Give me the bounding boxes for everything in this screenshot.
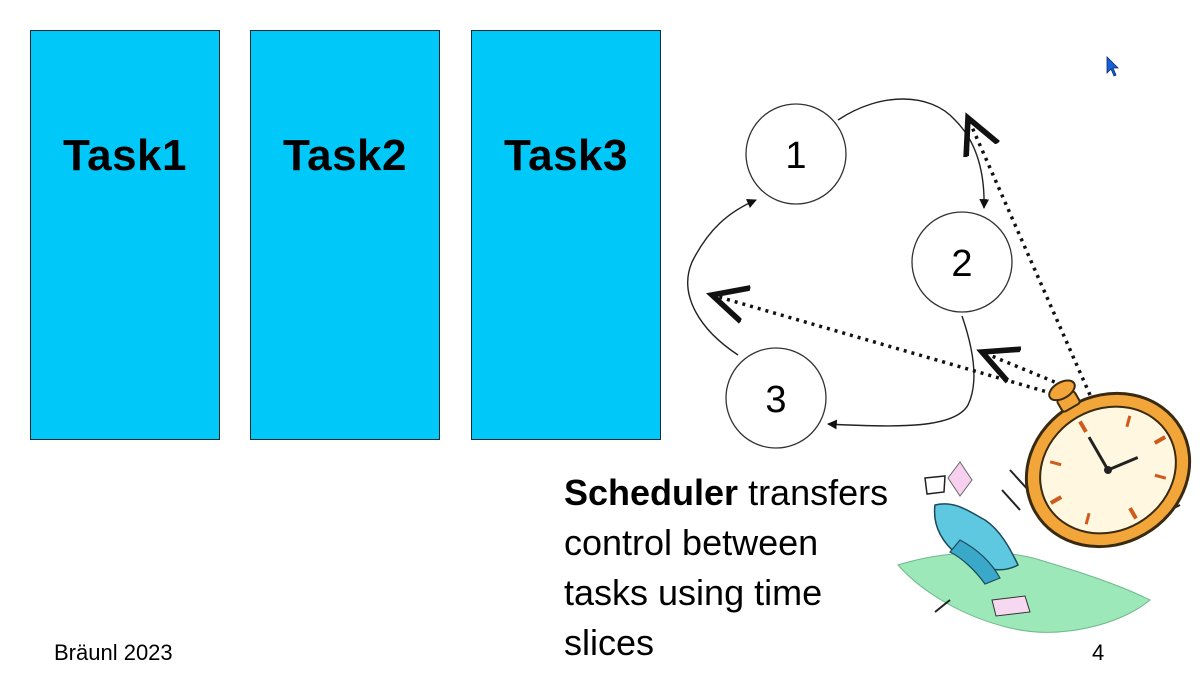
node-2-label: 2 (951, 243, 972, 285)
caption: Scheduler transfers control between task… (564, 468, 984, 668)
node-3: 3 (725, 347, 827, 449)
task1-label: Task1 (63, 131, 187, 180)
stopwatch-clipart-icon (897, 379, 1192, 633)
task2-label: Task2 (283, 131, 407, 180)
arc-2-to-3 (827, 315, 975, 430)
node-1: 1 (745, 103, 847, 205)
dotted-arrow-to-1-2 (968, 118, 1092, 396)
task3-label: Task3 (504, 131, 628, 180)
caption-bold: Scheduler (564, 472, 739, 513)
caption-line-2: control between (564, 522, 819, 563)
mouse-cursor-icon (1106, 56, 1119, 77)
node-2: 2 (911, 211, 1013, 313)
dotted-arrow-to-2-3 (982, 352, 1063, 387)
caption-line-4: slices (564, 622, 655, 663)
task2-box: Task2 (250, 30, 440, 440)
task1-box: Task1 (30, 30, 220, 440)
task3-box: Task3 (471, 30, 661, 440)
node-1-label: 1 (785, 135, 806, 177)
arc-1-to-2 (837, 98, 990, 209)
caption-line-1: Scheduler transfers (564, 468, 984, 518)
dotted-arrow-to-3-1 (712, 295, 1069, 400)
arc-3-to-1 (687, 198, 757, 356)
node-3-label: 3 (765, 379, 786, 421)
caption-line-1-rest: transfers (738, 472, 889, 513)
footer-author-year: Bräunl 2023 (54, 640, 173, 665)
caption-line-3: tasks using time (564, 572, 823, 613)
page-number: 4 (1092, 640, 1105, 665)
